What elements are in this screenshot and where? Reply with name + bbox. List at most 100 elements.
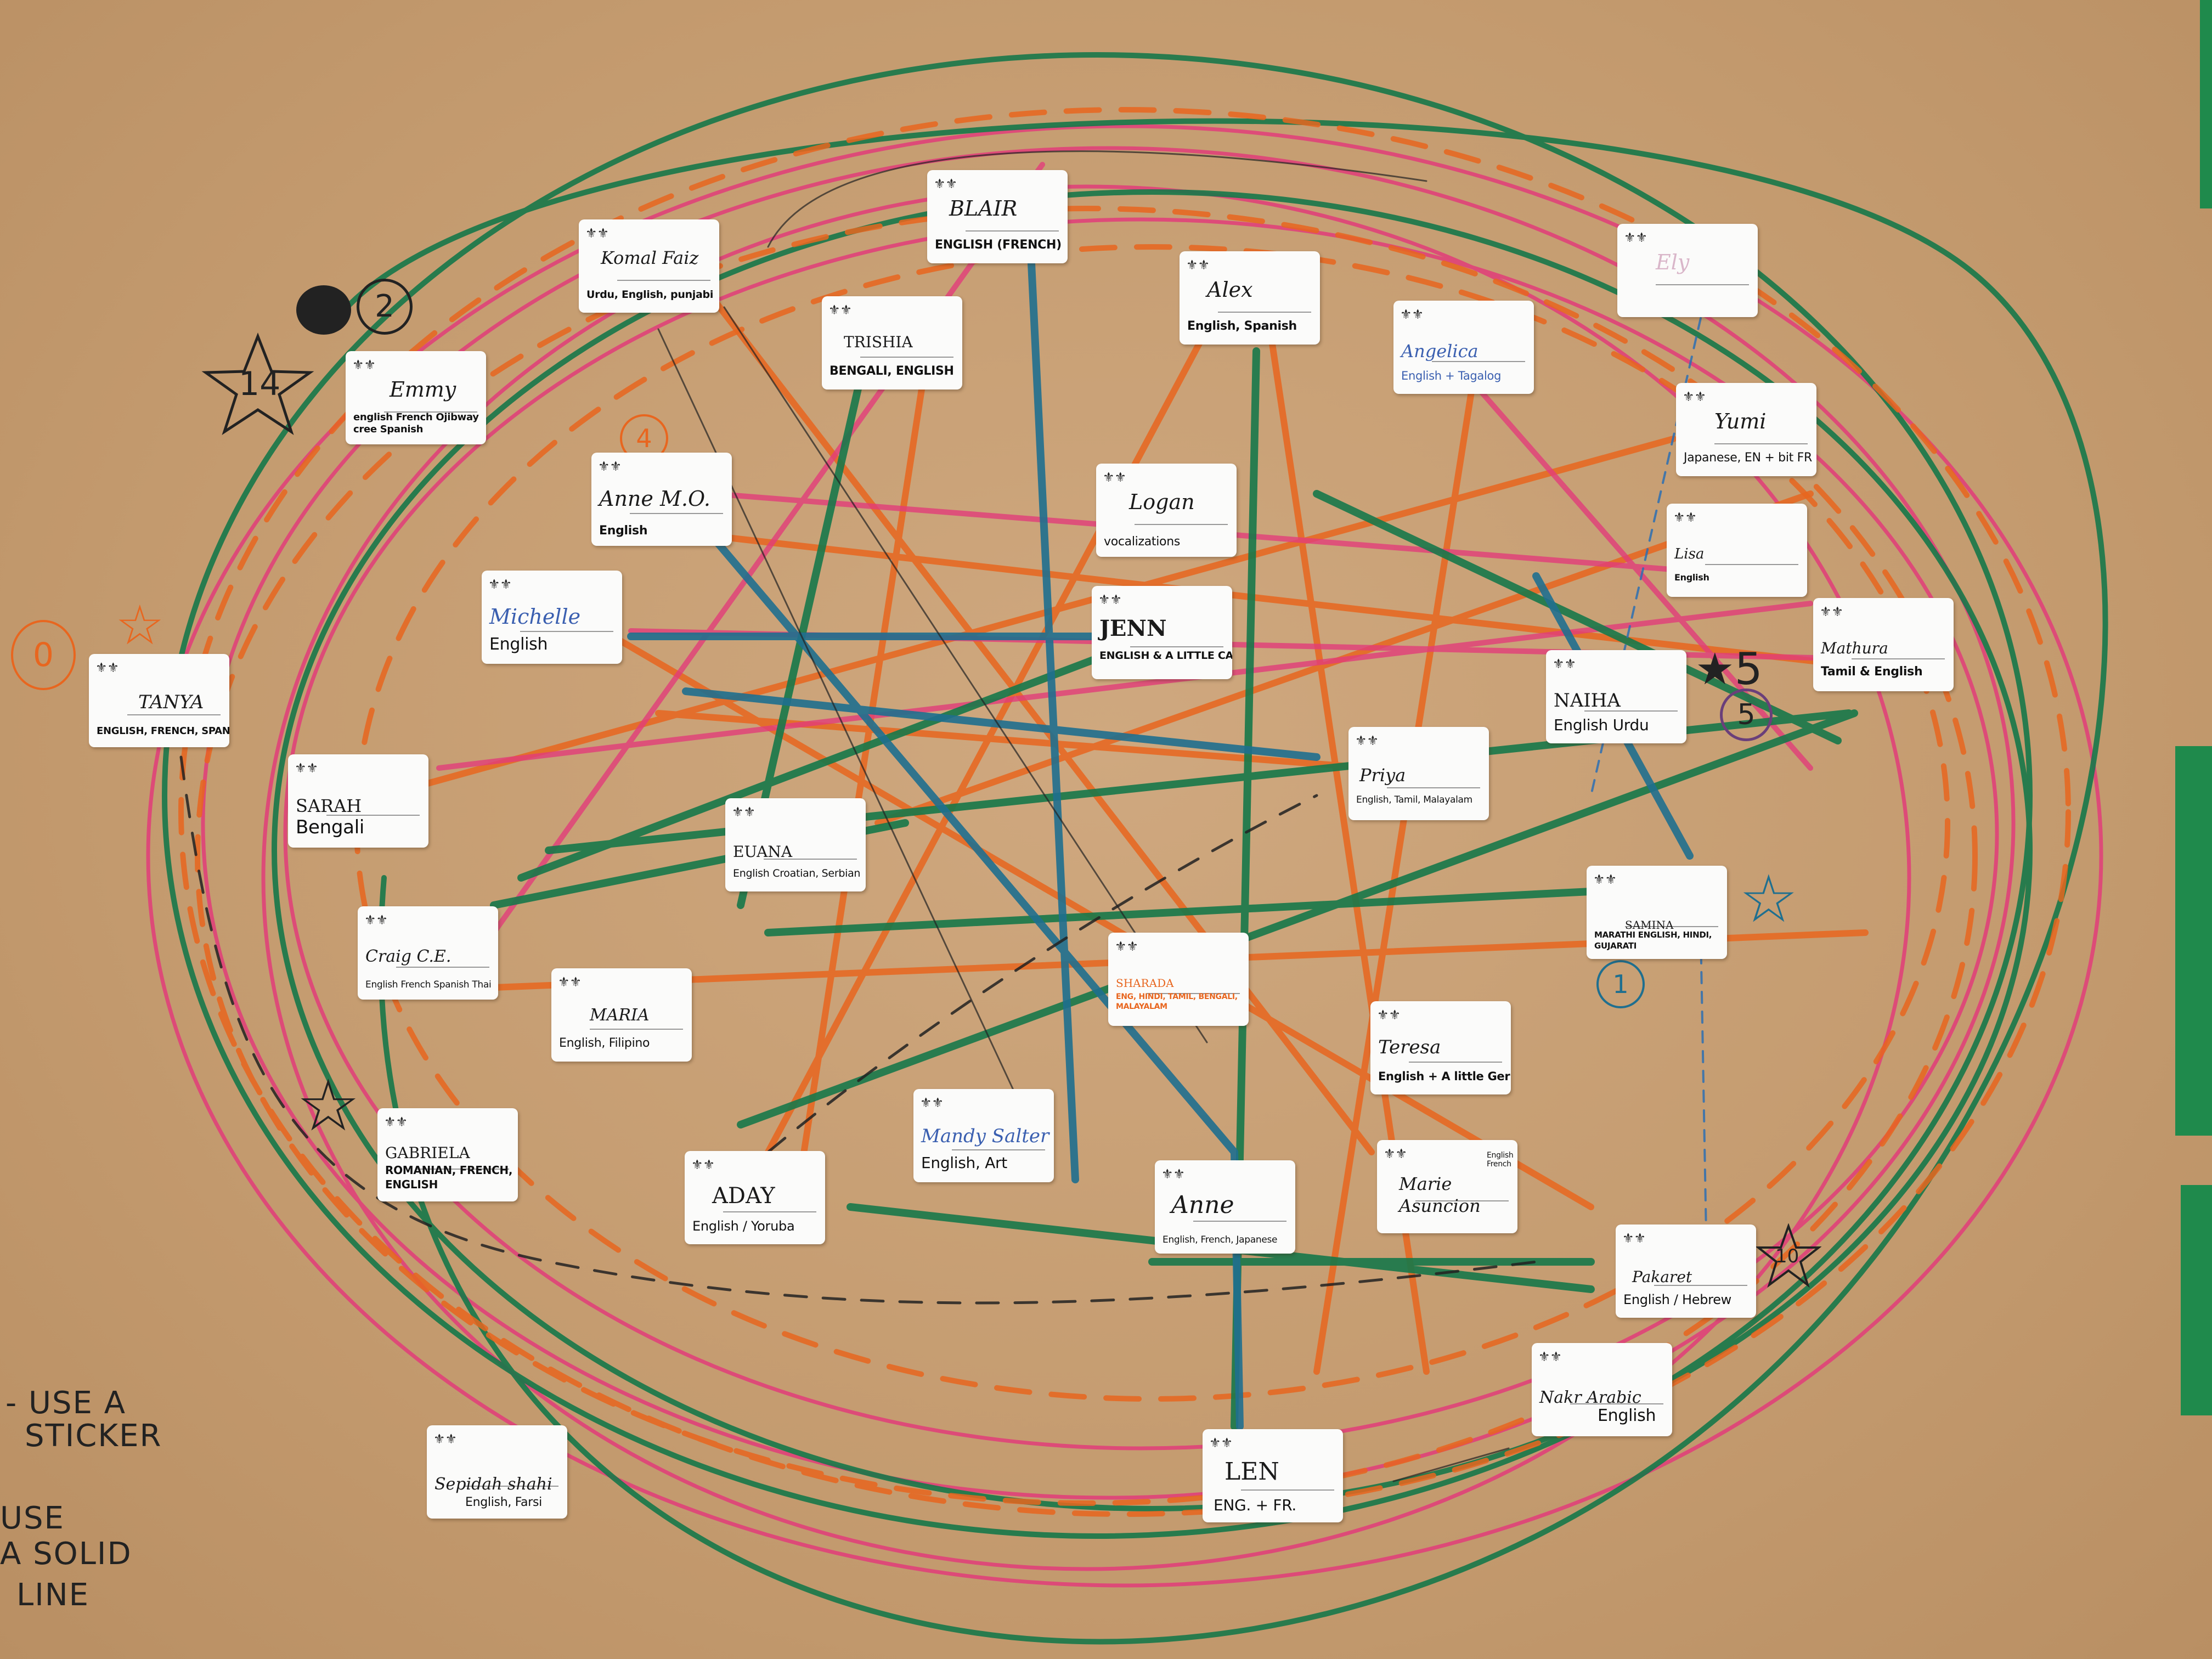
outer-orange-loops	[178, 107, 2071, 1517]
logo-icon: ⚜⚜	[1377, 1007, 1401, 1023]
tag-name: Nakr Arabic	[1539, 1388, 1641, 1407]
tag-name: SARAH	[296, 795, 362, 816]
logo-icon: ⚜⚜	[1622, 1231, 1646, 1246]
name-tag-euana: ⚜⚜ EUANA English Croatian, Serbian	[725, 798, 866, 891]
tag-languages: ENG. + FR.	[1214, 1496, 1296, 1514]
tag-languages: English	[599, 524, 648, 538]
name-tag-aday: ⚜⚜ ADAY English / Yoruba	[685, 1151, 825, 1244]
tag-name: Mandy Salter	[921, 1125, 1049, 1147]
tag-name: Teresa	[1378, 1036, 1441, 1058]
tag-name: Emmy	[390, 377, 456, 402]
name-tag-sepidah-shahi: ⚜⚜ Sepidah shahi English, Farsi	[427, 1425, 567, 1519]
tag-languages: Urdu, English, punjabi	[586, 289, 714, 301]
tag-languages: English, Art	[921, 1154, 1007, 1172]
blue-connection-lines	[627, 259, 1694, 1430]
star-mark-5: ★5	[1695, 647, 1763, 691]
tag-name: Priya	[1359, 765, 1406, 786]
tag-languages: English Croatian, Serbian	[733, 867, 861, 879]
tag-languages: BENGALI, ENGLISH	[830, 364, 954, 378]
logo-icon: ⚜⚜	[352, 357, 376, 373]
tag-name: Sepidah shahi	[435, 1475, 552, 1494]
tag-name: Anne M.O.	[599, 487, 710, 511]
star-mark-label: 10	[1775, 1245, 1799, 1267]
tag-languages: English	[1674, 572, 1709, 583]
logo-icon: ⚜⚜	[295, 760, 319, 776]
name-tag-sharada: ⚜⚜ SHARADA ENG, HINDI, TAMIL, BENGALI, M…	[1108, 933, 1249, 1026]
tag-languages: English, Filipino	[559, 1036, 650, 1050]
tag-name: Logan	[1129, 490, 1195, 514]
tag-languages: English, Tamil, Malayalam	[1356, 794, 1472, 805]
outer-green-loops	[162, 52, 2108, 1645]
logo-icon: ⚜⚜	[1103, 470, 1127, 485]
star-mark-blue: ☆	[1739, 861, 1798, 938]
tag-languages: English	[489, 635, 548, 654]
tag-name: Ely	[1656, 250, 1690, 274]
tag-name: Michelle	[489, 605, 581, 629]
name-tag-anne-mo: ⚜⚜ Anne M.O. English	[591, 453, 732, 546]
name-tag-marie-asuncion: ⚜⚜ Marie Asuncion English French	[1377, 1140, 1517, 1233]
name-tag-emmy: ⚜⚜ Emmy english French Ojibway cree Span…	[346, 351, 486, 444]
legend-note-line-1: - USE A	[5, 1385, 127, 1421]
name-tag-ely: ⚜⚜ Ely	[1617, 224, 1758, 317]
name-tag-len: ⚜⚜ LEN ENG. + FR.	[1203, 1429, 1343, 1522]
logo-icon: ⚜⚜	[384, 1114, 408, 1130]
tag-languages: ENGLISH (FRENCH)	[935, 238, 1062, 252]
star-mark-10: 10	[1755, 1223, 1822, 1289]
outer-pink-loops	[146, 124, 2103, 1588]
legend-note-line-2: STICKER	[25, 1418, 162, 1454]
tag-languages: English, Spanish	[1187, 319, 1297, 333]
name-tag-alex: ⚜⚜ Alex English, Spanish	[1180, 251, 1320, 345]
logo-icon: ⚜⚜	[488, 577, 512, 592]
tag-languages: English, Farsi	[465, 1496, 542, 1509]
legend-note-line-4: A SOLID	[0, 1536, 132, 1572]
tag-name: Craig C.E.	[365, 947, 452, 966]
green-wall-edge-right-lower	[2181, 1185, 2212, 1415]
tag-languages: English, French, Japanese	[1163, 1234, 1278, 1245]
name-tag-teresa: ⚜⚜ Teresa English + A little German	[1370, 1001, 1511, 1094]
logo-icon: ⚜⚜	[1161, 1166, 1186, 1182]
tag-languages: ROMANIAN, FRENCH, ENGLISH	[385, 1164, 513, 1191]
logo-icon: ⚜⚜	[598, 459, 622, 474]
logo-icon: ⚜⚜	[1538, 1349, 1562, 1364]
name-tag-anne: ⚜⚜ Anne English, French, Japanese	[1155, 1160, 1295, 1254]
name-tag-yumi: ⚜⚜ Yumi Japanese, EN + bit FR	[1676, 383, 1816, 476]
logo-icon: ⚜⚜	[585, 225, 610, 241]
tag-languages: ENG, HINDI, TAMIL, BENGALI, MALAYALAM	[1116, 992, 1238, 1011]
logo-icon: ⚜⚜	[920, 1095, 944, 1110]
name-tag-lisa: ⚜⚜ Lisa English	[1667, 504, 1807, 597]
logo-icon: ⚜⚜	[1683, 389, 1707, 404]
tag-languages: ENGLISH & A LITTLE CANTO.	[1099, 650, 1232, 662]
orange-connection-lines	[381, 260, 1869, 1375]
logo-icon: ⚜⚜	[1115, 939, 1139, 954]
tag-languages: English + A little German	[1378, 1070, 1511, 1083]
tag-name: TRISHIA	[844, 333, 913, 351]
green-wall-edge-top-right	[2200, 0, 2212, 208]
name-tag-blair: ⚜⚜ BLAIR ENGLISH (FRENCH)	[927, 170, 1068, 263]
tag-languages: English + Tagalog	[1401, 369, 1502, 382]
tag-languages: Tamil & English	[1821, 665, 1923, 679]
logo-icon: ⚜⚜	[1820, 604, 1844, 619]
star-icon: ★	[1695, 644, 1735, 695]
logo-icon: ⚜⚜	[1673, 510, 1697, 525]
logo-icon: ⚜⚜	[1384, 1146, 1408, 1161]
tag-name: Mathura	[1821, 639, 1888, 657]
name-tag-michelle: ⚜⚜ Michelle English	[482, 571, 622, 664]
name-tag-angelica: ⚜⚜ Angelica English + Tagalog	[1393, 301, 1534, 394]
tag-languages: Bengali	[296, 816, 365, 838]
tag-languages: vocalizations	[1104, 535, 1181, 549]
logo-icon: ⚜⚜	[1553, 656, 1577, 672]
logo-icon: ⚜⚜	[558, 974, 582, 990]
name-tag-maria: ⚜⚜ MARIA English, Filipino	[551, 968, 692, 1062]
circle-mark-0: 0	[11, 620, 76, 690]
name-tag-mandy-salter: ⚜⚜ Mandy Salter English, Art	[913, 1089, 1054, 1182]
green-wall-edge-right-middle	[2175, 746, 2212, 1136]
tag-name: MARIA	[590, 1006, 650, 1025]
logo-icon: ⚜⚜	[433, 1431, 458, 1447]
logo-icon: ⚜⚜	[364, 912, 388, 928]
black-dashed-lines	[179, 755, 1538, 1305]
logo-icon: ⚜⚜	[1209, 1435, 1233, 1451]
logo-icon: ⚜⚜	[95, 660, 120, 675]
logo-icon: ⚜⚜	[1186, 257, 1210, 273]
legend-note-line-5: LINE	[16, 1577, 89, 1613]
name-tag-naiha: ⚜⚜ NAIHA English Urdu	[1546, 650, 1686, 743]
